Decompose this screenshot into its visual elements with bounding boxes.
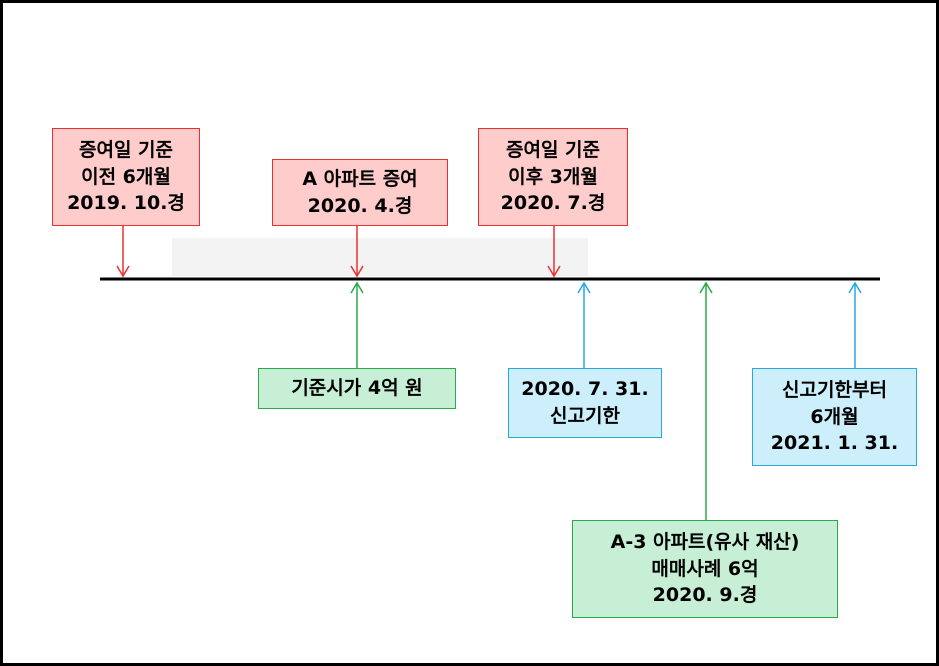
deadline-box: 2020. 7. 31. 신고기한: [508, 368, 662, 438]
deadline-line-1: 2020. 7. 31.: [521, 378, 649, 401]
arrow-std-price: [350, 281, 364, 368]
std-price-box: 기준시가 4억 원: [258, 368, 456, 409]
std-price-line-1: 기준시가 4억 원: [291, 377, 423, 400]
gift-before-line-3: 2019. 10.경: [67, 192, 185, 215]
gift-after-line-3: 2020. 7.경: [500, 192, 606, 215]
faded-background-strip: [172, 238, 588, 276]
gift-apt-box: A 아파트 증여 2020. 4.경: [272, 159, 448, 226]
arrow-after-deadline: [848, 281, 862, 368]
gift-after-line-1: 증여일 기준: [505, 138, 600, 161]
arrow-deadline: [577, 281, 591, 368]
after-deadline-line-1: 신고기한부터: [782, 378, 887, 401]
similar-sale-line-3: 2020. 9.경: [652, 584, 758, 607]
gift-apt-line-2: 2020. 4.경: [307, 194, 413, 217]
gift-apt-line-1: A 아파트 증여: [302, 167, 418, 190]
after-deadline-line-2: 6개월: [810, 405, 859, 428]
gift-before-box: 증여일 기준 이전 6개월 2019. 10.경: [52, 128, 200, 226]
after-deadline-box: 신고기한부터 6개월 2021. 1. 31.: [752, 368, 917, 466]
similar-sale-line-1: A-3 아파트(유사 재산): [610, 530, 800, 553]
similar-sale-line-2: 매매사례 6억: [651, 557, 759, 580]
gift-before-line-1: 증여일 기준: [78, 138, 173, 161]
after-deadline-line-3: 2021. 1. 31.: [770, 432, 899, 455]
gift-before-line-2: 이전 6개월: [81, 165, 171, 188]
gift-after-line-2: 이후 3개월: [508, 165, 598, 188]
arrow-gift-after: [547, 226, 561, 278]
arrow-similar-sale: [699, 281, 713, 520]
deadline-line-2: 신고기한: [550, 405, 620, 427]
arrow-gift-apt: [350, 226, 364, 278]
arrow-gift-before: [116, 226, 130, 278]
gift-after-box: 증여일 기준 이후 3개월 2020. 7.경: [478, 128, 628, 226]
similar-sale-box: A-3 아파트(유사 재산) 매매사례 6억 2020. 9.경: [572, 520, 838, 618]
